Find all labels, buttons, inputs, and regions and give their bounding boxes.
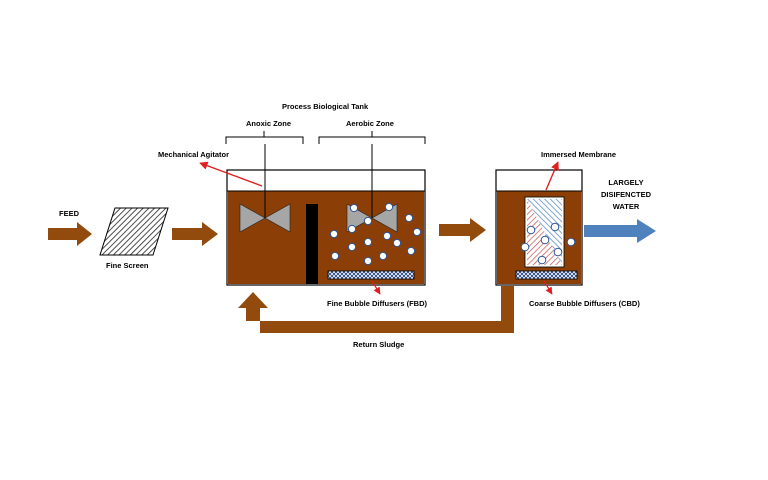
output-label-line1: LARGELY (608, 178, 643, 187)
anoxic-agitator-icon (264, 203, 291, 233)
bubble (550, 222, 560, 232)
fine-bubbles (329, 202, 422, 266)
bubble (349, 203, 359, 213)
bubble (347, 224, 357, 234)
bubble (540, 235, 550, 245)
aerobic-agitator-icon (371, 203, 398, 233)
bubble (363, 237, 373, 247)
aerobic-zone-brace (318, 131, 426, 144)
coarse-bubble-diffuser (515, 270, 578, 280)
cbd-label: Coarse Bubble Diffusers (CBD) (529, 299, 640, 308)
bubble (520, 242, 530, 252)
output-label-line2: DISIFENCTED (601, 190, 652, 199)
return-sludge-label: Return Sludge (353, 340, 404, 349)
bubble (329, 229, 339, 239)
bubble (392, 238, 402, 248)
coarse-bubbles (520, 222, 576, 265)
fine-bubble-diffuser (327, 270, 415, 280)
cbd-callout (543, 280, 553, 295)
bubble (347, 242, 357, 252)
immersed-membrane-callout (545, 161, 559, 191)
bubble (553, 247, 563, 257)
bubble (406, 246, 416, 256)
return-sludge-arrow (238, 286, 514, 333)
bubble (566, 237, 576, 247)
mechanical-agitator-callout (199, 161, 263, 187)
mechanical-agitator-label: Mechanical Agitator (158, 150, 229, 159)
bubble (384, 202, 394, 212)
fine-screen-label: Fine Screen (106, 261, 149, 270)
feed-label: FEED (59, 209, 80, 218)
fbd-label: Fine Bubble Diffusers (FBD) (327, 299, 428, 308)
anoxic-zone-label: Anoxic Zone (246, 119, 291, 128)
aerobic-zone-label: Aerobic Zone (346, 119, 394, 128)
fine-screen (99, 207, 169, 256)
anoxic-agitator-icon (239, 203, 266, 233)
output-label-line3: WATER (613, 202, 640, 211)
tank-sludge (228, 191, 424, 284)
tank-title: Process Biological Tank (282, 102, 369, 111)
bubble (363, 256, 373, 266)
bubble (404, 213, 414, 223)
tank-to-membrane-arrow (439, 218, 486, 242)
feed-arrow (48, 222, 92, 246)
anoxic-zone-brace (225, 131, 304, 144)
membrane-red-hatch (527, 199, 562, 265)
bubble (412, 227, 422, 237)
bubble (537, 255, 547, 265)
screen-to-tank-arrow (172, 222, 218, 246)
bubble (382, 231, 392, 241)
zone-divider-baffle (306, 204, 318, 284)
immersed-membrane-label: Immersed Membrane (541, 150, 616, 159)
output-water-arrow (584, 219, 656, 243)
bubble (330, 251, 340, 261)
bubble (378, 251, 388, 261)
bubble (526, 225, 536, 235)
bubble (363, 216, 373, 226)
fbd-callout (371, 280, 381, 295)
